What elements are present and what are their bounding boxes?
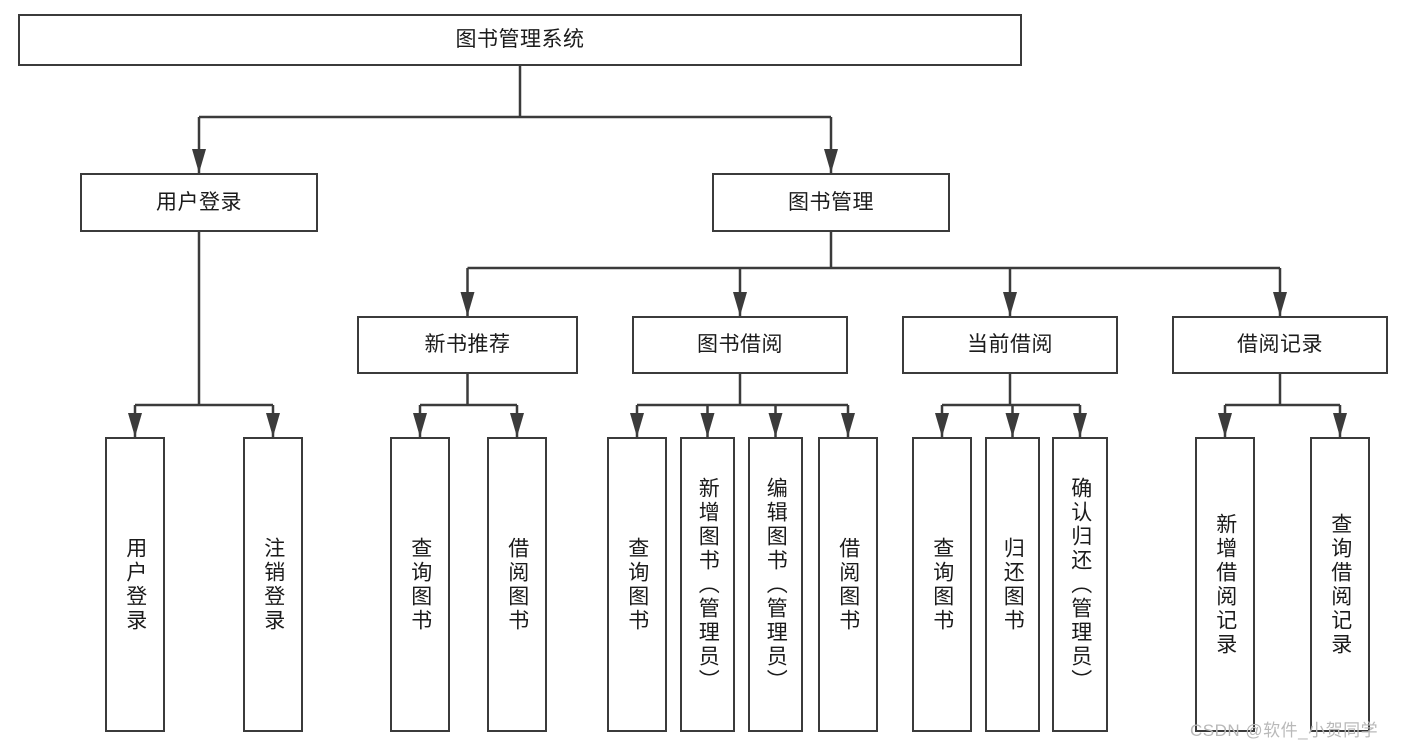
node-leaf-6[interactable]: 编辑图书（管理员） — [748, 437, 803, 732]
node-leaf-11[interactable]: 新增借阅记录 — [1195, 437, 1255, 732]
arrow-head-borrow-to-leaves-1 — [700, 413, 715, 437]
node-l1-1[interactable]: 图书管理 — [712, 173, 950, 232]
arrow-head-borrow-to-leaves-2 — [768, 413, 783, 437]
node-leaf-9[interactable]: 归还图书 — [985, 437, 1040, 732]
node-leaf-4[interactable]: 查询图书 — [607, 437, 667, 732]
node-label: 用户登录 — [123, 536, 147, 633]
node-label: 查询图书 — [625, 536, 649, 633]
node-label: 图书管理 — [788, 190, 874, 214]
node-leaf-7[interactable]: 借阅图书 — [818, 437, 878, 732]
node-leaf-8[interactable]: 查询图书 — [912, 437, 972, 732]
node-label: 归还图书 — [1001, 536, 1025, 633]
node-l2-0[interactable]: 新书推荐 — [357, 316, 578, 374]
node-leaf-1[interactable]: 注销登录 — [243, 437, 303, 732]
arrow-head-root-to-level1-0 — [192, 149, 206, 173]
node-label: 确认归还（管理员） — [1068, 476, 1092, 693]
node-leaf-2[interactable]: 查询图书 — [390, 437, 450, 732]
arrow-head-borrow-to-leaves-3 — [841, 413, 855, 437]
arrow-head-current-borrow-to-leaves-0 — [935, 413, 949, 437]
node-label: 新书推荐 — [424, 333, 511, 357]
node-label: 用户登录 — [156, 190, 242, 214]
node-l2-1[interactable]: 图书借阅 — [632, 316, 848, 374]
node-label: 图书管理系统 — [455, 28, 585, 52]
arrow-head-records-to-leaves-0 — [1218, 413, 1232, 437]
node-label: 借阅记录 — [1237, 333, 1323, 357]
watermark-label: CSDN @软件_小贺同学 — [1190, 721, 1379, 740]
arrow-head-book-mgmt-to-level2-1 — [733, 292, 747, 316]
arrow-head-borrow-to-leaves-0 — [630, 413, 644, 437]
arrow-head-book-mgmt-to-level2-0 — [460, 292, 475, 316]
node-label: 借阅图书 — [836, 536, 860, 633]
node-leaf-3[interactable]: 借阅图书 — [487, 437, 547, 732]
node-label: 查询借阅记录 — [1328, 512, 1352, 657]
arrow-head-user-login-to-leaves-1 — [266, 413, 280, 437]
node-leaf-10[interactable]: 确认归还（管理员） — [1052, 437, 1108, 732]
node-label: 编辑图书（管理员） — [764, 476, 788, 693]
node-label: 新增借阅记录 — [1213, 512, 1237, 657]
node-label: 新增图书（管理员） — [696, 476, 720, 693]
arrow-head-book-mgmt-to-level2-3 — [1273, 292, 1287, 316]
node-l2-3[interactable]: 借阅记录 — [1172, 316, 1388, 374]
node-root[interactable]: 图书管理系统 — [18, 14, 1022, 66]
arrow-head-new-book-to-leaves-1 — [510, 413, 524, 437]
node-label: 查询图书 — [408, 536, 432, 633]
node-label: 借阅图书 — [505, 536, 529, 633]
arrow-head-records-to-leaves-1 — [1333, 413, 1347, 437]
node-label: 注销登录 — [261, 536, 285, 633]
node-label: 当前借阅 — [967, 333, 1053, 357]
node-leaf-12[interactable]: 查询借阅记录 — [1310, 437, 1370, 732]
node-l1-0[interactable]: 用户登录 — [80, 173, 318, 232]
node-label: 图书借阅 — [697, 333, 783, 357]
node-leaf-5[interactable]: 新增图书（管理员） — [680, 437, 735, 732]
arrow-head-current-borrow-to-leaves-1 — [1005, 413, 1020, 437]
arrow-head-new-book-to-leaves-0 — [413, 413, 427, 437]
arrow-head-current-borrow-to-leaves-2 — [1073, 413, 1087, 437]
arrow-head-root-to-level1-1 — [824, 149, 838, 173]
node-l2-2[interactable]: 当前借阅 — [902, 316, 1118, 374]
arrow-head-user-login-to-leaves-0 — [128, 413, 142, 437]
arrow-head-book-mgmt-to-level2-2 — [1003, 292, 1017, 316]
node-label: 查询图书 — [930, 536, 954, 633]
node-leaf-0[interactable]: 用户登录 — [105, 437, 165, 732]
